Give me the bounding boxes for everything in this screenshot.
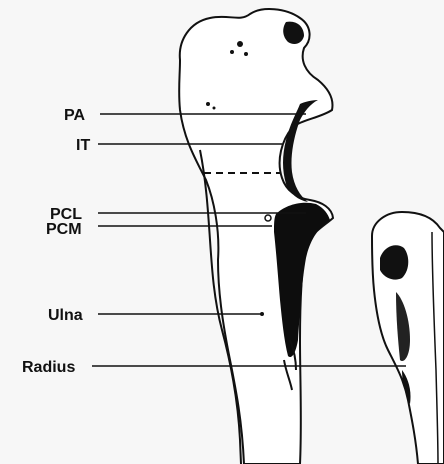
label-pa: PA xyxy=(64,107,85,124)
labels: PA IT PCL PCM Ulna Radius xyxy=(22,107,90,376)
leader-ulna-dot xyxy=(260,312,264,316)
label-it: IT xyxy=(76,137,90,154)
olecranon-spot xyxy=(237,41,243,47)
label-pcm: PCM xyxy=(46,221,82,238)
olecranon-spot xyxy=(230,50,234,54)
olecranon-spot xyxy=(244,52,248,56)
radius-bone xyxy=(372,212,444,464)
ulna-bone xyxy=(179,9,333,464)
olecranon-spot xyxy=(213,107,216,110)
label-ulna: Ulna xyxy=(48,307,83,324)
label-radius: Radius xyxy=(22,359,75,376)
olecranon-spot xyxy=(206,102,210,106)
